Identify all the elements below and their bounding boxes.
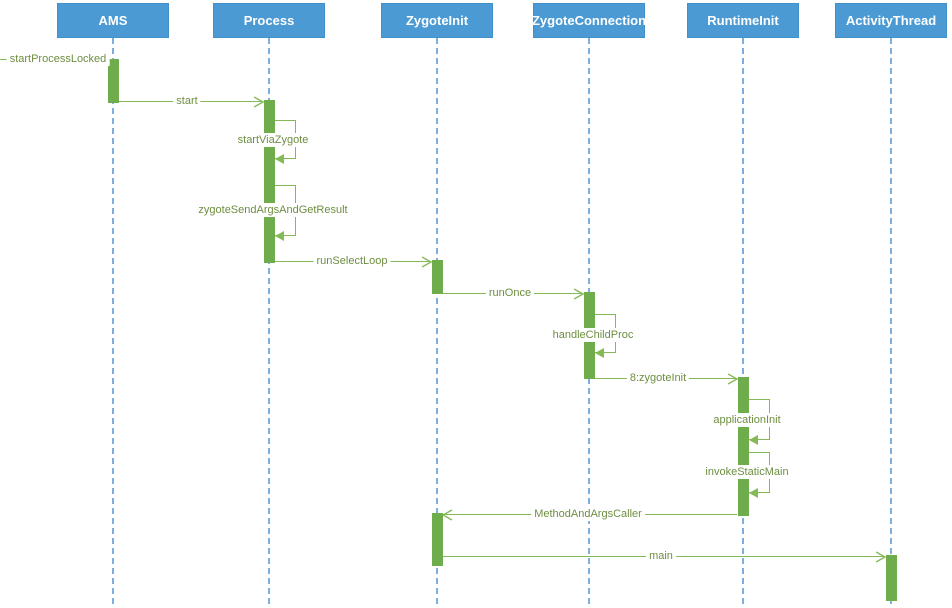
- message-label-runselectloop: runSelectLoop: [313, 254, 391, 268]
- participant-header-process: Process: [213, 3, 325, 38]
- message-label-handlechildproc: handleChildProc: [549, 328, 637, 342]
- arrowhead-methodandargscaller: [443, 509, 453, 521]
- arrowhead-main: [876, 551, 886, 563]
- lifeline-zygoteinit: [436, 38, 438, 604]
- lifeline-ams: [112, 38, 114, 604]
- activation-bar-zygoteinit-2: [431, 260, 443, 294]
- message-label-zygotesendargsandgetresult: zygoteSendArgsAndGetResult: [195, 203, 351, 217]
- arrowhead-start: [254, 96, 264, 108]
- activation-bar-activitythread-6: [885, 555, 897, 601]
- arrowhead-applicationinit: [748, 435, 758, 445]
- arrowhead-startviazygote: [274, 154, 284, 164]
- arrowhead-runonce: [574, 288, 584, 300]
- message-label-startprocesslocked: startProcessLocked: [6, 52, 110, 66]
- activation-bar-runtimeinit-4: [737, 377, 749, 516]
- participant-header-zygoteinit: ZygoteInit: [381, 3, 493, 38]
- arrowhead-handlechildproc: [594, 348, 604, 358]
- message-label-invokestaticmain: invokeStaticMain: [702, 465, 792, 479]
- message-label-methodandargscaller: MethodAndArgsCaller: [531, 507, 645, 521]
- lifeline-runtimeinit: [742, 38, 744, 604]
- lifeline-process: [268, 38, 270, 604]
- arrowhead-invokestaticmain: [748, 488, 758, 498]
- lifeline-activitythread: [890, 38, 892, 604]
- message-label-8-zygoteinit: 8:zygoteInit: [626, 371, 690, 385]
- message-label-runonce: runOnce: [485, 286, 535, 300]
- participant-header-ams: AMS: [57, 3, 169, 38]
- activation-bar-ams-0: [107, 59, 119, 103]
- participant-header-zygoteconnection: ZygoteConnection: [532, 3, 646, 38]
- arrowhead-zygotesendargsandgetresult: [274, 231, 284, 241]
- activation-bar-zygoteinit-5: [431, 513, 443, 566]
- arrowhead-runselectloop: [422, 256, 432, 268]
- participant-header-activitythread: ActivityThread: [835, 3, 947, 38]
- message-label-start: start: [173, 94, 201, 108]
- message-label-startviazygote: startViaZygote: [234, 133, 312, 147]
- message-label-applicationinit: applicationInit: [710, 413, 784, 427]
- activation-bar-process-1: [263, 100, 275, 263]
- message-label-main: main: [646, 549, 676, 563]
- participant-header-runtimeinit: RuntimeInit: [687, 3, 799, 38]
- arrowhead-8-zygoteinit: [728, 373, 738, 385]
